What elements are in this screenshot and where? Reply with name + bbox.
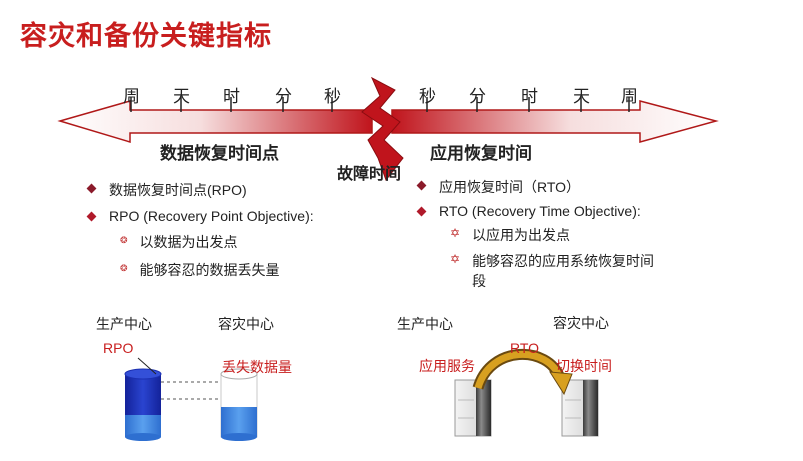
backup-server (561, 379, 599, 437)
rto-point-row: ✡ 以应用为出发点 (450, 225, 660, 245)
diamond-icon (86, 211, 97, 222)
rto-heading: 应用恢复时间（RTO） (439, 179, 581, 195)
rto-point: 以应用为出发点 (472, 227, 571, 243)
rpo-primary-label: 生产中心 (96, 316, 152, 332)
right-arrow (391, 100, 719, 143)
circle-bullet-icon: ❂ (120, 263, 128, 273)
lightning-icon (361, 76, 404, 182)
switch-time-label: 切换时间 (556, 358, 612, 374)
rpo-marker-label: RPO (103, 340, 134, 356)
rto-primary-label: 生产中心 (397, 316, 453, 332)
tick-left-1: 天 (173, 87, 190, 106)
star-bullet-icon: ✡ (450, 252, 461, 266)
rpo-point: 能够容忍的数据丢失量 (139, 262, 280, 278)
rpo-point-row: ❂ 以数据为出发点 (120, 232, 314, 252)
rpo-point: 以数据为出发点 (139, 234, 238, 250)
diamond-icon (416, 180, 427, 191)
rto-band-label: 应用恢复时间 (430, 144, 532, 163)
rto-point-row: ✡ 能够容忍的应用系统恢复时间段 (450, 251, 660, 291)
left-tick-marks (130, 97, 333, 112)
tick-right-4: 周 (621, 87, 638, 106)
tick-left-2: 时 (223, 87, 240, 106)
circle-bullet-icon: ❂ (120, 235, 128, 245)
right-tick-marks (426, 97, 630, 112)
rpo-pointer (137, 357, 157, 375)
primary-server (454, 379, 492, 437)
rpo-heading-row: 数据恢复时间点(RPO) (86, 180, 314, 200)
diamond-icon (416, 206, 427, 217)
rpo-dashed-lines (161, 381, 221, 400)
rpo-backup-label: 容灾中心 (218, 316, 274, 332)
rto-heading-row: 应用恢复时间（RTO） (416, 177, 660, 197)
tick-right-0: 秒 (419, 87, 436, 106)
left-arrow (57, 100, 373, 144)
rto-full-name: RTO (Recovery Time Objective): (439, 203, 641, 219)
rto-backup-label: 容灾中心 (553, 315, 609, 331)
tick-right-2: 时 (521, 87, 538, 106)
tick-right-3: 天 (573, 87, 590, 106)
rpo-bullets: 数据恢复时间点(RPO) RPO (Recovery Point Objecti… (86, 180, 314, 280)
rpo-fullname-row: RPO (Recovery Point Objective): (86, 208, 314, 224)
failure-time-label: 故障时间 (337, 166, 402, 183)
rto-point: 能够容忍的应用系统恢复时间段 (472, 253, 655, 289)
rpo-full-name: RPO (Recovery Point Objective): (109, 208, 314, 224)
tick-left-4: 秒 (324, 87, 341, 106)
data-loss-label: 丢失数据量 (222, 359, 292, 375)
rpo-heading: 数据恢复时间点(RPO) (109, 182, 247, 198)
rpo-band-label: 数据恢复时间点 (160, 144, 279, 163)
rto-bullets: 应用恢复时间（RTO） RTO (Recovery Time Objective… (416, 177, 660, 291)
page-title: 容灾和备份关键指标 (20, 21, 272, 51)
rto-marker-label: RTO (510, 340, 540, 356)
app-service-label: 应用服务 (419, 358, 475, 374)
rpo-point-row: ❂ 能够容忍的数据丢失量 (120, 260, 314, 280)
diamond-icon (86, 183, 97, 194)
tick-right-1: 分 (469, 87, 486, 106)
tick-left-0: 周 (123, 87, 140, 106)
rto-fullname-row: RTO (Recovery Time Objective): (416, 203, 660, 219)
tick-left-3: 分 (275, 87, 292, 106)
star-bullet-icon: ✡ (450, 226, 461, 240)
backup-cylinder (220, 368, 258, 441)
primary-cylinder (124, 368, 162, 441)
